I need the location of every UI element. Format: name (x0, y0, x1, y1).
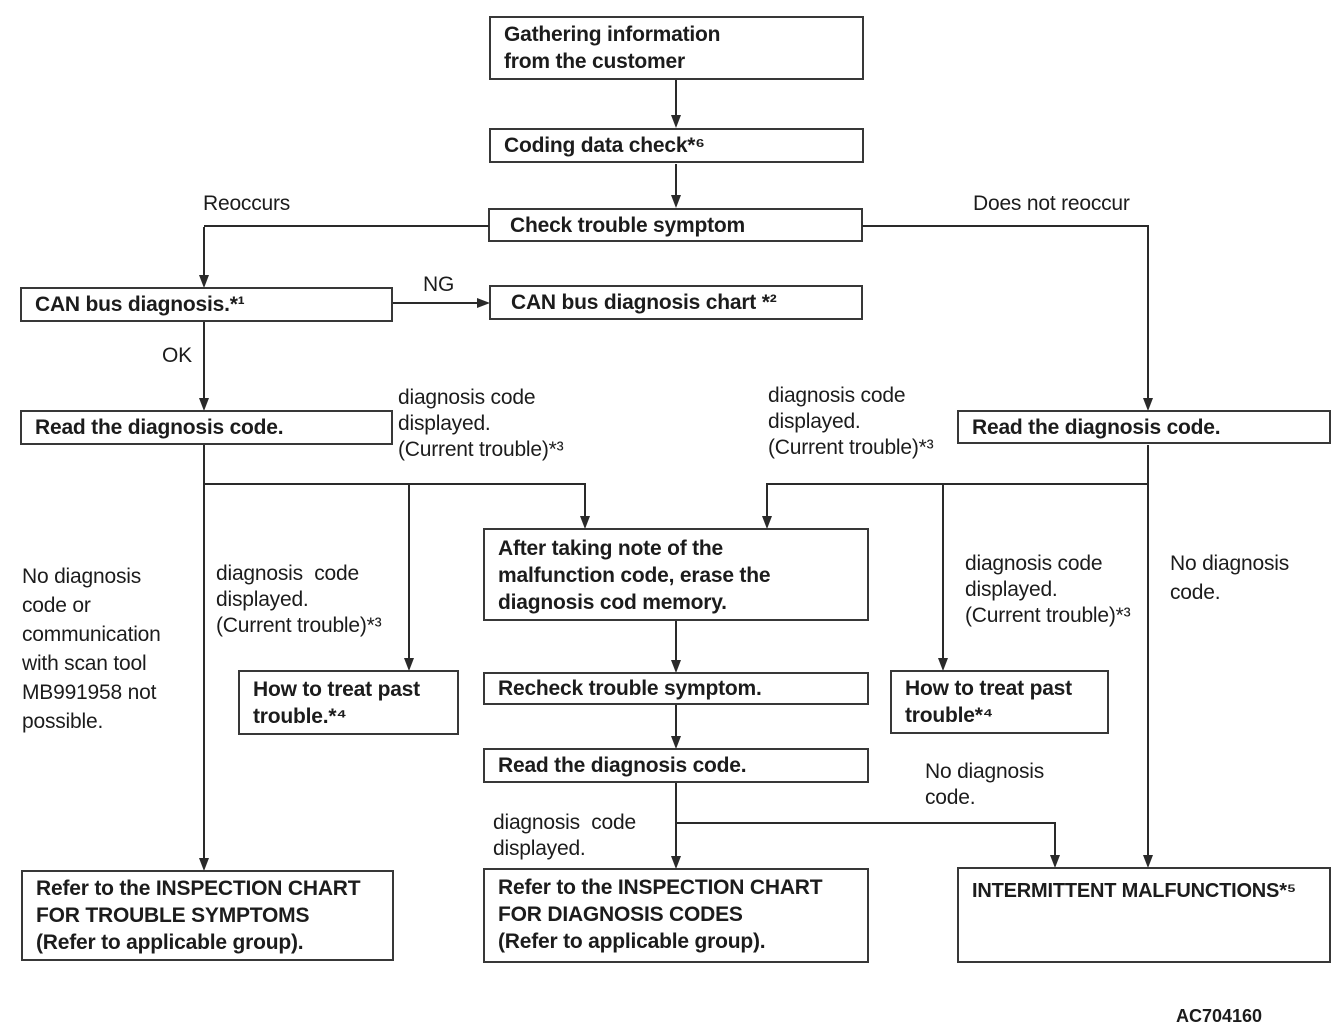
edge-erase-recheck-line (675, 621, 677, 660)
edge-readcenter-intermittent-arrow (1050, 855, 1060, 868)
edge-readleft-erase-vline (584, 485, 586, 516)
edge-readcenter-intermittent-vline (1054, 824, 1056, 855)
edge-readright-erase-hline (766, 483, 1149, 485)
edge-coding-check-line (675, 164, 677, 195)
edge-readright-intermittent-line (1147, 445, 1149, 855)
edge-check-canbus-arrow (199, 275, 209, 288)
edge-readright-erase-arrow (762, 516, 772, 529)
edge-canbus-canchart-line (393, 302, 477, 304)
node-intermittent-malfunctions: INTERMITTENT MALFUNCTIONS*⁵ (957, 867, 1331, 963)
node-can-bus-diagnosis: CAN bus diagnosis.*¹ (20, 287, 393, 322)
edge-label-ok: OK (162, 344, 192, 367)
edge-recheck-readcenter-arrow (671, 736, 681, 749)
edge-gather-coding-arrow (671, 115, 681, 128)
edge-branch-treatright-line (942, 485, 944, 658)
edge-readright-intermittent-arrow (1143, 855, 1153, 868)
edge-check-readright-arrow (1143, 398, 1153, 411)
edge-check-canbus-vline (203, 227, 205, 275)
edge-canbus-readleft-arrow (199, 398, 209, 411)
edge-label-does-not-reoccur: Does not reoccur (973, 192, 1130, 215)
node-read-diagnosis-code-center: Read the diagnosis code. (483, 748, 869, 783)
edge-check-readright-vline (1147, 227, 1149, 398)
edge-erase-recheck-arrow (671, 660, 681, 673)
edge-label-reoccurs: Reoccurs (203, 192, 291, 215)
edge-label-current-trouble-right-mid: diagnosis code displayed. (Current troub… (965, 552, 1131, 627)
node-treat-past-trouble-right: How to treat past trouble*⁴ (890, 670, 1109, 734)
edge-readright-erase-vline (766, 485, 768, 516)
edge-check-canbus-hline (204, 225, 489, 227)
node-gather-information: Gathering information from the customer (489, 16, 864, 80)
edge-readleft-refertrouble-arrow (199, 858, 209, 871)
edge-label-ng: NG (423, 273, 455, 296)
edge-recheck-readcenter-line (675, 705, 677, 736)
node-refer-inspection-chart-diagnosis-codes: Refer to the INSPECTION CHART FOR DIAGNO… (483, 868, 869, 963)
edge-label-no-code-center: No diagnosis code. (925, 760, 1045, 809)
node-read-diagnosis-code-right: Read the diagnosis code. (957, 410, 1331, 444)
node-recheck-trouble-symptom: Recheck trouble symptom. (483, 672, 869, 705)
figure-code: AC704160 (1176, 1006, 1263, 1026)
node-check-trouble-symptom: Check trouble symptom (488, 208, 863, 242)
edge-canbus-readleft-line (203, 322, 205, 398)
edge-readcenter-referdiag-arrow (671, 856, 681, 869)
node-erase-diagnosis-memory: After taking note of the malfunction cod… (483, 528, 869, 621)
edge-label-code-displayed-bottom: diagnosis code displayed. (493, 811, 636, 860)
edge-readleft-erase-arrow (580, 516, 590, 529)
edge-label-no-code-left: No diagnosis code or communication with … (22, 565, 161, 733)
node-refer-inspection-chart-trouble-symptoms: Refer to the INSPECTION CHART FOR TROUBL… (21, 870, 394, 961)
edge-branch-treatleft-line (408, 485, 410, 658)
node-can-bus-diagnosis-chart: CAN bus diagnosis chart *² (489, 285, 863, 320)
edge-branch-treatleft-arrow (404, 658, 414, 671)
edge-label-current-trouble-left-top: diagnosis code displayed. (Current troub… (398, 386, 564, 461)
edge-gather-coding-line (675, 80, 677, 115)
edge-readcenter-referdiag-line (675, 783, 677, 856)
edge-label-current-trouble-right-top: diagnosis code displayed. (Current troub… (768, 384, 934, 459)
edge-label-no-code-right: No diagnosis code. (1170, 552, 1290, 604)
edge-readcenter-intermittent-hline (676, 822, 1056, 824)
edge-canbus-canchart-arrow (477, 298, 490, 308)
node-coding-data-check: Coding data check*⁶ (489, 128, 864, 163)
edge-readleft-refertrouble-line (203, 445, 205, 858)
node-treat-past-trouble-left: How to treat past trouble.*⁴ (238, 670, 459, 735)
edge-coding-check-arrow (671, 195, 681, 208)
edge-check-readright-hline (862, 225, 1149, 227)
edge-readleft-erase-hline (204, 483, 586, 485)
edge-branch-treatright-arrow (938, 658, 948, 671)
edge-label-current-trouble-left-mid: diagnosis code displayed. (Current troub… (216, 562, 382, 637)
node-read-diagnosis-code-left: Read the diagnosis code. (20, 410, 393, 445)
